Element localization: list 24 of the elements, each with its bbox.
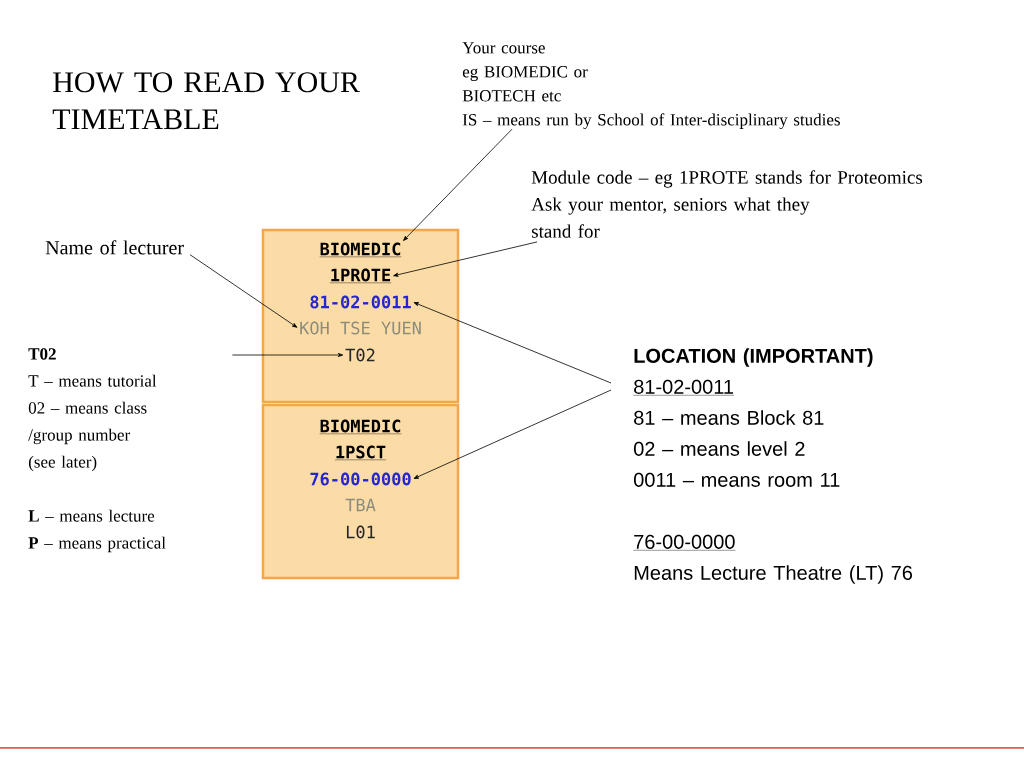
room-code: 81-02-0011 [310, 295, 411, 309]
annotation-text: T02 T – means tutorial 02 – means class /group number (see later) L – means lecture P – means practical [28, 348, 166, 553]
leader-arrow [413, 389, 612, 479]
timetable-card [261, 403, 460, 580]
annotation-text: Name of lecturer [45, 240, 184, 255]
timetable-card [261, 228, 460, 404]
leader-arrow [393, 241, 538, 277]
leader-arrow [413, 302, 612, 384]
class-code: T02 [345, 348, 375, 362]
room-code: 76-00-0000 [310, 472, 411, 486]
leader-arrow [403, 128, 513, 241]
lecturer-name: TBA [345, 498, 376, 512]
annotation-text: Module code – eg 1PROTE stands for Proteomics Ask your mentor, seniors what they stand for [531, 170, 923, 238]
card-heading: 1PSCT [334, 445, 387, 461]
leader-arrow [189, 254, 298, 328]
card-heading: BIOMEDIC [319, 419, 402, 435]
card-heading: BIOMEDIC [319, 242, 402, 258]
title: HOW TO READ YOUR TIMETABLE [52, 72, 360, 130]
annotation-text: Your course eg BIOMEDIC or BIOTECH etc IS – means run by School of Inter-disciplinary studies [462, 42, 840, 129]
annotation-text: LOCATION (IMPORTANT) 81-02-0011 81 – means Block 81 02 – means level 2 0011 – means room 11 76-00-0000 Means Lecture Theatre (LT) 76 [633, 348, 913, 584]
leader-arrow [232, 353, 344, 357]
card-heading: 1PROTE [329, 268, 392, 284]
class-code: L01 [346, 525, 375, 539]
lecturer-name: KOH TSE YUEN [300, 321, 421, 335]
